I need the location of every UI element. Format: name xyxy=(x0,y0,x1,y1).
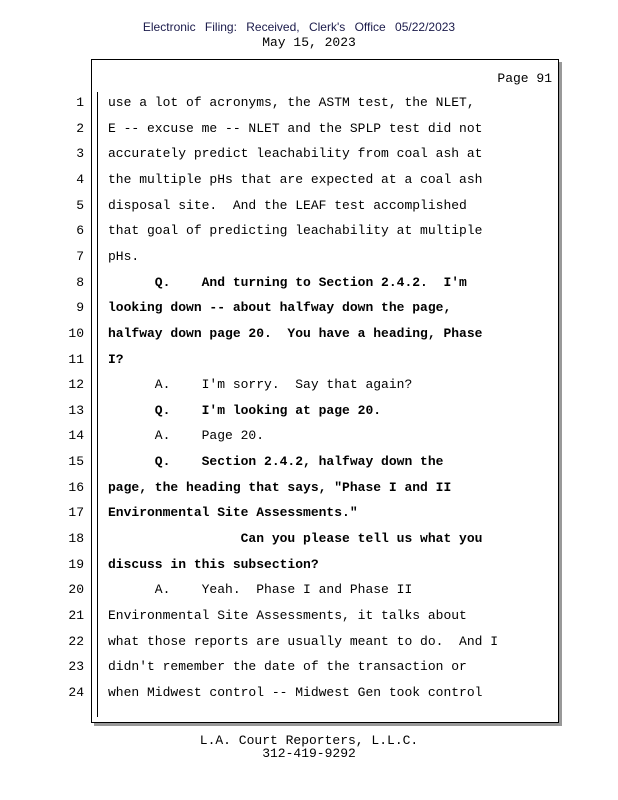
transcript-line: Environmental Site Assessments." xyxy=(108,505,358,521)
transcript-line: I? xyxy=(108,351,124,367)
line-number: 12 xyxy=(68,377,84,393)
transcript-line: discuss in this subsection? xyxy=(108,556,319,572)
transcript-line: accurately predict leachability from coa… xyxy=(108,146,483,162)
transcript-line: Q. Section 2.4.2, halfway down the xyxy=(108,454,444,470)
line-number: 13 xyxy=(68,402,84,418)
reporter-company: L.A. Court Reporters, L.L.C. xyxy=(199,733,419,748)
line-number: 8 xyxy=(76,274,84,290)
transcript-line: that goal of predicting leachability at … xyxy=(108,223,483,239)
transcript-date: May 15, 2023 xyxy=(262,35,356,50)
line-number: 17 xyxy=(68,505,84,521)
page-number: Page 91 xyxy=(497,71,552,86)
line-number: 20 xyxy=(68,582,84,598)
line-number: 22 xyxy=(68,633,84,649)
line-number: 14 xyxy=(68,428,84,444)
filing-stamp: Electronic Filing: Received, Clerk's Off… xyxy=(142,20,456,34)
transcript-line: when Midwest control -- Midwest Gen took… xyxy=(108,684,483,700)
transcript-line: Q. And turning to Section 2.4.2. I'm xyxy=(108,274,467,290)
line-number: 9 xyxy=(76,300,84,316)
transcript-line: A. Page 20. xyxy=(108,428,265,444)
transcript-line: Environmental Site Assessments, it talks… xyxy=(108,608,467,623)
transcript-line: Q. I'm looking at page 20. xyxy=(108,402,382,418)
transcript-line: use a lot of acronyms, the ASTM test, th… xyxy=(108,95,475,110)
transcript-line: disposal site. And the LEAF test accompl… xyxy=(108,197,467,213)
line-number: 15 xyxy=(68,454,84,470)
transcript-line: A. I'm sorry. Say that again? xyxy=(108,377,413,393)
line-number: 16 xyxy=(68,479,84,495)
transcript-page-frame xyxy=(91,59,559,723)
transcript-line: E -- excuse me -- NLET and the SPLP test… xyxy=(108,120,483,136)
line-number: 4 xyxy=(76,171,84,187)
line-number: 1 xyxy=(76,95,84,110)
line-number: 18 xyxy=(68,531,84,547)
reporter-phone: 312-419-9292 xyxy=(262,746,356,761)
line-number: 3 xyxy=(76,146,84,162)
transcript-line: A. Yeah. Phase I and Phase II xyxy=(108,582,413,598)
transcript-line: looking down -- about halfway down the p… xyxy=(108,300,452,316)
line-number: 7 xyxy=(76,248,84,264)
transcript-line: what those reports are usually meant to … xyxy=(108,633,499,649)
transcript-line: page, the heading that says, "Phase I an… xyxy=(108,479,452,495)
transcript-line: the multiple pHs that are expected at a … xyxy=(108,171,483,187)
line-number: 24 xyxy=(68,684,84,700)
line-number: 2 xyxy=(76,120,84,136)
margin-rule xyxy=(97,92,98,717)
line-number: 21 xyxy=(68,608,84,623)
transcript-line: pHs. xyxy=(108,248,140,264)
line-number: 6 xyxy=(76,223,84,239)
line-number: 23 xyxy=(68,659,84,675)
transcript-line: Can you please tell us what you xyxy=(108,531,483,547)
transcript-line: halfway down page 20. You have a heading… xyxy=(108,325,483,341)
line-number: 5 xyxy=(76,197,84,213)
line-number: 19 xyxy=(68,556,84,572)
transcript-line: didn't remember the date of the transact… xyxy=(108,659,467,675)
line-number: 11 xyxy=(68,351,84,367)
line-number: 10 xyxy=(68,325,84,341)
